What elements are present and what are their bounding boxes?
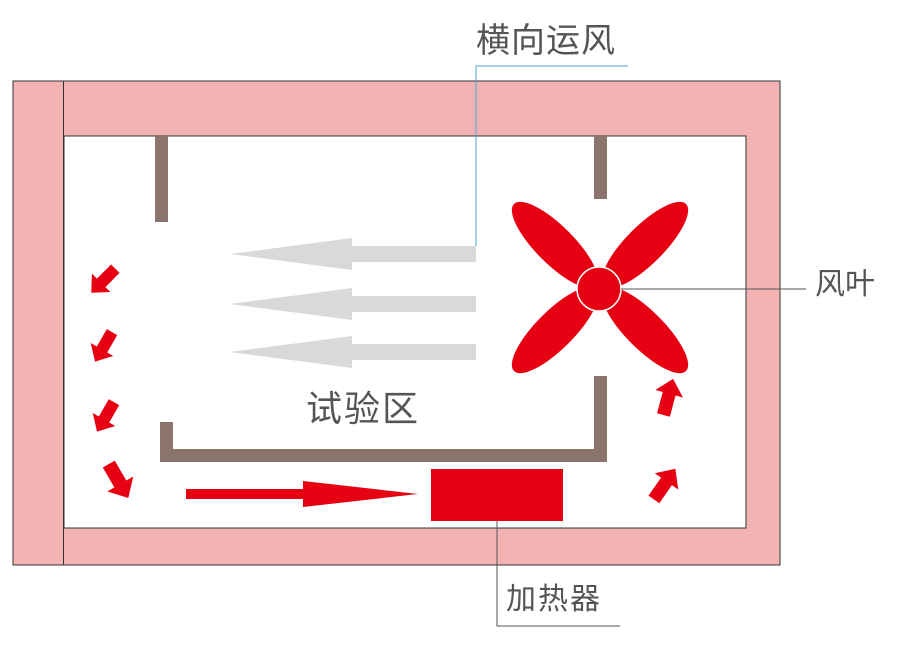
airflow-arrow-1 [230,238,476,270]
fan-hub [576,266,622,312]
fan-blade [601,286,689,374]
airflow-arrow-2 [230,288,476,320]
fan [511,201,689,374]
test-zone-floor-baffle [160,422,607,462]
left-top-baffle [155,136,168,222]
wind-leader [475,65,628,246]
leader-lines [475,65,806,627]
fan-blade [511,201,599,289]
wind-label: 横向运风 [476,21,616,61]
heater [431,469,563,521]
circulation-arrows [82,259,688,508]
right-top-baffle [594,136,607,199]
bottom-flow-arrow [186,481,418,507]
fan-blade [511,286,599,374]
heater-leader [496,521,620,627]
fan-blade [601,201,689,289]
airflow-arrows [230,238,476,368]
fan-label: 风叶 [815,267,875,302]
heater-label: 加热器 [506,582,602,617]
airflow-arrow-3 [230,336,476,368]
test-zone-label: 试验区 [306,389,421,430]
right-bottom-baffle [594,376,607,462]
